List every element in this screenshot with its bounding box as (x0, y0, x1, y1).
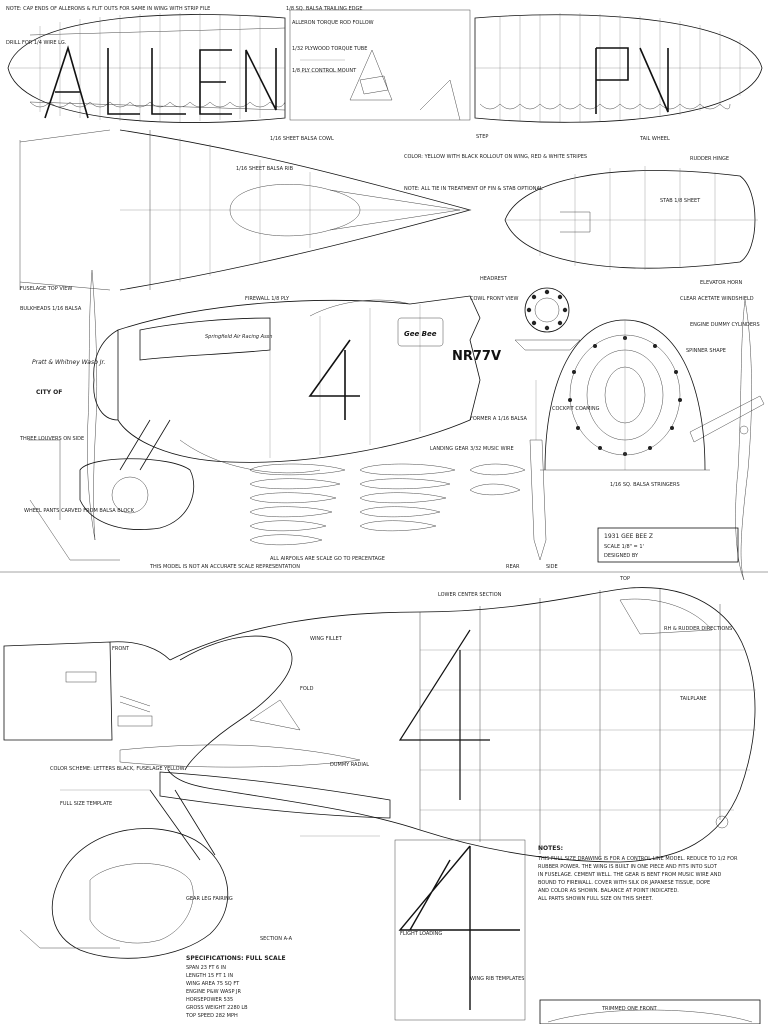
note-top: TOP (619, 576, 630, 582)
spec-line-1: SPAN 23 FT 6 IN (186, 965, 226, 971)
annotations-lower: LOWER CENTER SECTION RH & RUDDER DIRECTI… (50, 576, 732, 982)
note-elevator: ELEVATOR HORN (700, 280, 742, 286)
note-line-3: IN FUSELAGE. CEMENT WELL. THE GEAR IS BE… (538, 872, 721, 878)
note-rudder: RUDDER HINGE (690, 156, 729, 162)
note-side: SIDE (546, 564, 558, 570)
title-line-2: SCALE 1/8" = 1' (604, 544, 644, 550)
annotations-upper: NOTE: CAP ENDS OF ALLERONS & FLIT OUTS F… (6, 6, 760, 570)
landing-gear-upper (28, 419, 195, 561)
note-control-mount: 1/8 PLY CONTROL MOUNT (292, 68, 357, 74)
note-line-1: THIS FULL SIZE DRAWING IS FOR A CONTROL … (537, 856, 738, 862)
stabilizer-plan (504, 166, 758, 270)
note-section: SECTION A-A (260, 936, 293, 942)
note-tailplane: TAILPLANE (679, 696, 707, 702)
note-line-6: ALL PARTS SHOWN FULL SIZE ON THIS SHEET. (538, 896, 653, 902)
specs-heading: SPECIFICATIONS: FULL SCALE (186, 955, 286, 962)
spec-line-4: ENGINE P&W WASP JR (186, 989, 242, 995)
title-line-1: 1931 GEE BEE Z (604, 533, 653, 540)
note-top-left: NOTE: CAP ENDS OF ALLERONS & FLIT OUTS F… (6, 6, 210, 12)
spec-line-3: WING AREA 75 SQ FT (186, 981, 240, 987)
note-scale-caption: THIS MODEL IS NOT AN ACCURATE SCALE REPR… (149, 564, 300, 570)
note-cockpit: COCKPIT COAMING (552, 406, 600, 412)
city-banner: CITY OF (36, 389, 62, 396)
note-line-5: AND COLOR AS SHOWN. BALANCE AT POINT IND… (538, 888, 679, 894)
propeller-right (735, 299, 752, 581)
lower-right-stab-box: TRIMMED ONE FRONT (539, 999, 761, 1025)
note-wing-root: 1/8 SQ. BALSA TRAILING EDGE (286, 6, 363, 12)
wing-rib-templates (249, 463, 526, 546)
cowl-front-view (514, 287, 581, 351)
title-line-3: DESIGNED BY (604, 553, 639, 559)
note-headrest: HEADREST (480, 276, 508, 282)
note-front: FRONT (112, 646, 130, 652)
specifications-block: SPECIFICATIONS: FULL SCALE SPAN 23 FT 6 … (185, 955, 286, 1019)
wing-plan-right (474, 13, 763, 123)
spec-line-7: TOP SPEED 282 MPH (185, 1013, 238, 1019)
bottom-label: FLIGHT LOADING (400, 931, 442, 937)
note-tail-color: COLOR: YELLOW WITH BLACK ROLLOUT ON WING… (404, 154, 587, 160)
note-color-scheme: COLOR SCHEME: LETTERS BLACK, FUSELAGE YE… (50, 766, 185, 772)
fuselage-front-section (540, 319, 765, 471)
note-all-airfoils: ALL AIRFOILS ARE SCALE GO TO PERCENTAGE (270, 556, 385, 562)
note-line-2: RUBBER POWER. THE WING IS BUILT IN ONE P… (538, 864, 718, 870)
note-stab: STAB 1/8 SHEET (660, 198, 701, 204)
registration-mark: NR77V (452, 349, 501, 364)
fuselage-markings-upper: Gee Bee NR77V Springfield Air Racing Ass… (32, 317, 501, 396)
note-full-size: FULL SIZE TEMPLATE (60, 801, 112, 807)
note-gear-leg: GEAR LEG FAIRING (186, 896, 233, 902)
note-balsa-rib: 1/16 SHEET BALSA RIB (236, 166, 294, 172)
note-cowl-view: COWL FRONT VIEW (470, 296, 518, 302)
note-dihedral: DRILL FOR 1/4 WIRE LG. (6, 40, 67, 46)
fuselage-side-view-upper (87, 269, 481, 541)
note-wing-fillet: WING FILLET (310, 636, 343, 642)
note-aileron: ALLERON TORQUE ROD FOLLOW (292, 20, 374, 26)
fuselage-top-view (19, 129, 472, 291)
gee-bee-logo: Gee Bee (404, 330, 437, 338)
title-block: 1931 GEE BEE Z SCALE 1/8" = 1' DESIGNED … (597, 527, 739, 563)
construction-note: NOTES: THIS FULL SIZE DRAWING IS FOR A C… (537, 845, 738, 902)
note-bulkhead: BULKHEADS 1/16 BALSA (20, 306, 82, 312)
note-wing-rib: WING RIB TEMPLATES (470, 976, 524, 982)
note-wheel-pants: WHEEL PANTS CARVED FROM BALSA BLOCK (24, 508, 135, 514)
note-step: STEP (476, 134, 488, 140)
fuselage-side-view-full (3, 587, 756, 959)
spec-line-2: LENGTH 15 FT 1 IN (186, 973, 233, 979)
strut-detail (529, 380, 547, 561)
note-firewall: FIREWALL 1/8 PLY (245, 296, 290, 302)
note-windshield: CLEAR ACETATE WINDSHIELD (680, 296, 754, 302)
note-rear: REAR (506, 564, 520, 570)
note-plan-fold: FOLD (300, 686, 314, 692)
note-line-4: BOUND TO FIREWALL. COVER WITH SILK OR JA… (538, 880, 710, 886)
note-tail-wheel: TAIL WHEEL (639, 136, 670, 142)
note-engine-view: ENGINE DUMMY CYLINDERS (690, 322, 760, 328)
note-right-tail: RH & RUDDER DIRECTIONS (664, 626, 732, 632)
center-detail-parts (289, 9, 471, 121)
company-line: Springfield Air Racing Assn (205, 334, 272, 340)
nose-script: Pratt & Whitney Wasp Jr. (32, 359, 105, 366)
race-number-template (394, 839, 526, 1021)
spec-line-6: GROSS WEIGHT 2280 LB (186, 1005, 248, 1011)
spec-line-5: HORSEPOWER 535 (186, 997, 233, 1003)
note-cowl: 1/16 SHEET BALSA COWL (270, 136, 334, 142)
notes-heading: NOTES: (538, 845, 563, 852)
note-plywood-torque: 1/32 PLYWOOD TORQUE TUBE (292, 46, 367, 52)
note-tail-note: NOTE: ALL TIE IN TREATMENT OF FIN & STAB… (404, 186, 543, 192)
note-dummy: DUMMY RADIAL (330, 762, 369, 768)
note-fuselage-top: FUSELAGE TOP VIEW (20, 286, 72, 292)
lower-left-parts (60, 671, 380, 837)
note-former: FORMER A 1/16 BALSA (470, 416, 528, 422)
note-landing-gear: LANDING GEAR 3/32 MUSIC WIRE (430, 446, 514, 452)
note-spinner: SPINNER SHAPE (686, 348, 726, 354)
note-stringer: 1/16 SQ. BALSA STRINGERS (610, 482, 680, 488)
wing-plan-left (7, 13, 286, 123)
note-louver: THREE LOUVERS ON SIDE (19, 436, 84, 442)
note-lower-center: LOWER CENTER SECTION (438, 592, 502, 598)
bottom-box-label: TRIMMED ONE FRONT (601, 1006, 658, 1012)
